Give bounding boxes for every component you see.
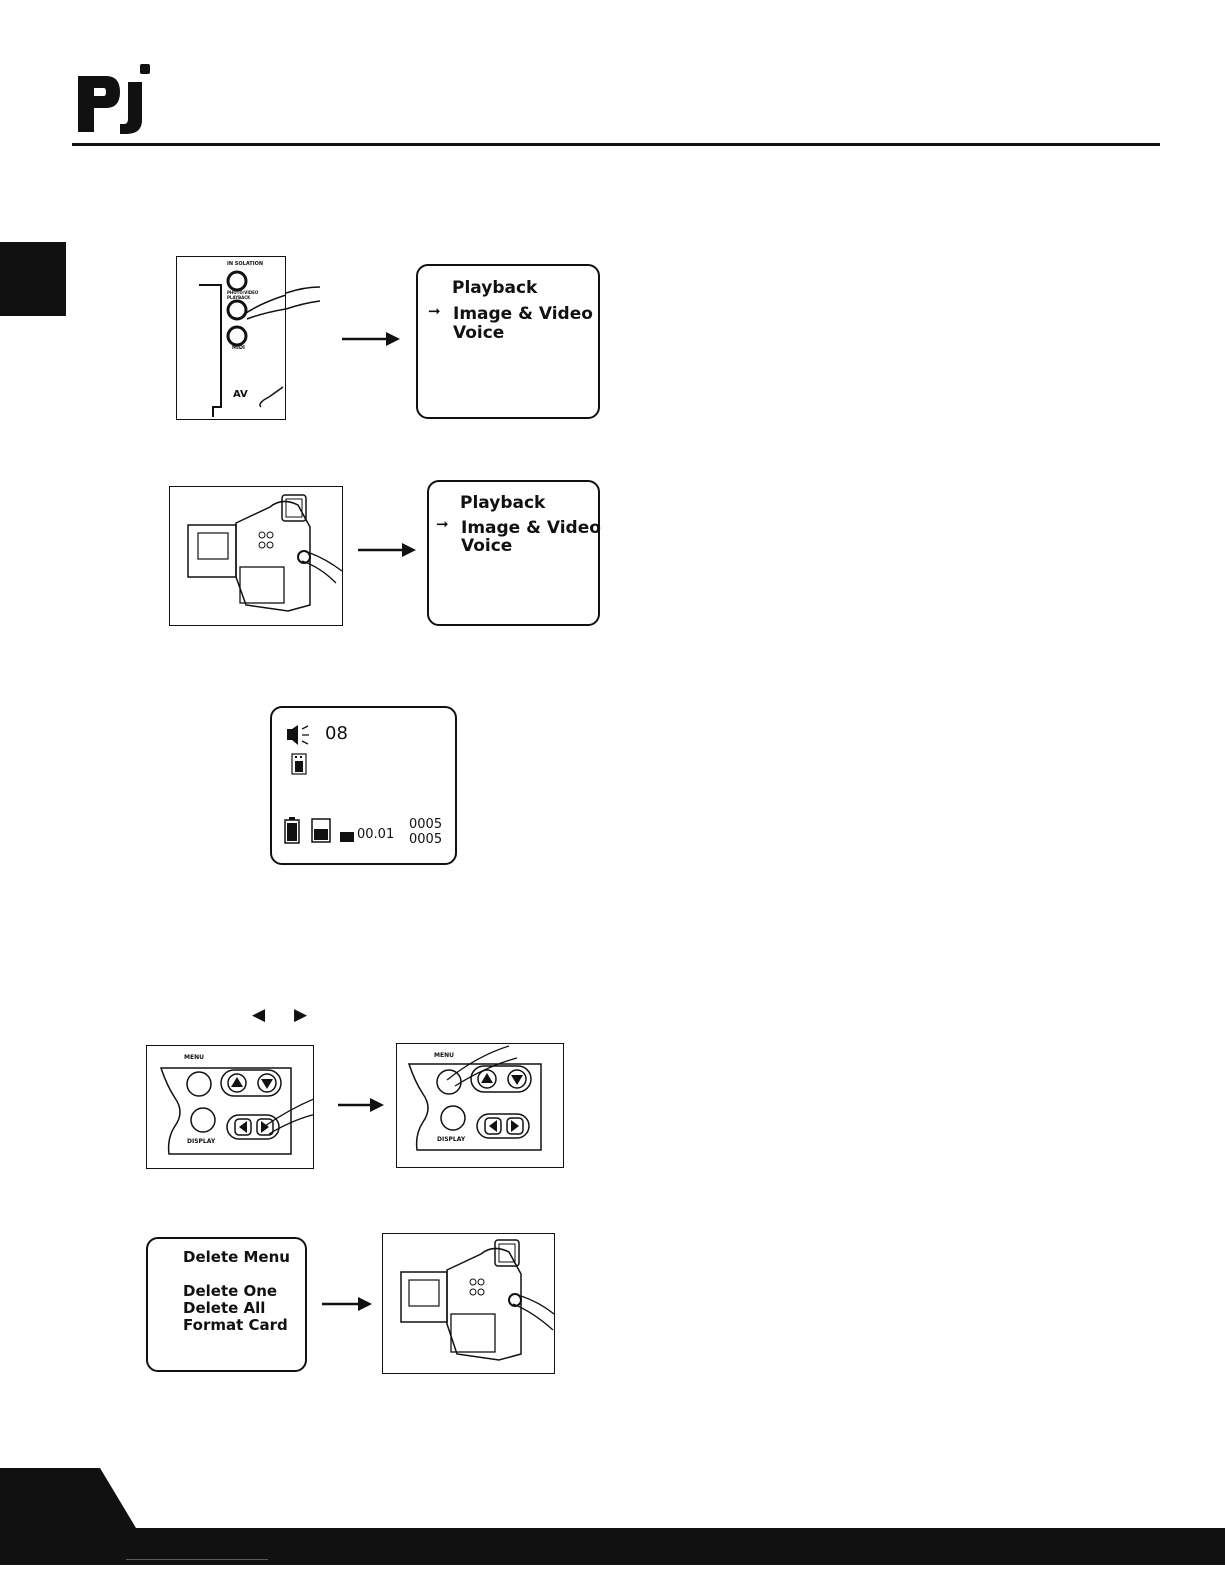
playback-time: 00.01 [357,828,394,843]
right-arrow-icon [320,1296,374,1312]
control-panel-right: MENU DISPLAY [396,1043,564,1168]
label-display: DISPLAY [437,1136,465,1143]
menu-title: Playback [452,279,537,299]
camcorder-illustration-2 [382,1233,555,1374]
playback-menu-screen-1: Playback ➞ Image & Video Voice [416,264,600,419]
label-insolation: IN SOLATION [227,261,263,267]
header-rule [72,143,1160,146]
menu-item-image-video: Image & Video [453,305,593,325]
memory-card-icon [291,753,307,775]
delete-menu-title: Delete Menu [183,1249,290,1266]
right-arrow-icon [336,1097,386,1113]
label-menu: MENU [184,1054,204,1061]
menu-item-voice: Voice [453,324,504,344]
speaker-icon [286,724,312,746]
menu-item-format-card: Format Card [183,1317,288,1334]
av-panel-illustration: IN SOLATION PHOTO/VIDEO PLAYBACK MIDI AV [176,256,286,420]
footer-link-underline [126,1559,268,1560]
label-display: DISPLAY [187,1138,215,1145]
label-menu: MENU [434,1052,454,1059]
selection-arrow-icon: ➞ [436,516,449,533]
footer-band [0,1468,1225,1585]
delete-menu-screen: Delete Menu Delete One Delete All Format… [146,1237,307,1372]
menu-item-delete-all: Delete All [183,1300,265,1317]
brand-logo [76,62,156,136]
menu-item-voice: Voice [461,537,512,557]
voice-playback-screen: 08 00.01 0005 0005 [270,706,457,865]
label-playback: PHOTO/VIDEO PLAYBACK [227,290,251,300]
right-arrow-icon [340,331,402,347]
storage-icon [311,818,331,843]
section-tab [0,242,66,316]
selection-arrow-icon: ➞ [428,303,441,320]
camcorder-drawing [170,487,342,625]
camcorder-drawing [383,1234,554,1373]
flow-arrow-1 [284,285,324,315]
file-counter-current: 0005 [409,818,442,833]
right-triangle-icon: ▶ [294,1005,307,1025]
control-panel-drawing [147,1046,313,1168]
control-panel-left: MENU DISPLAY [146,1045,314,1169]
stop-icon [340,832,354,842]
camcorder-illustration-1 [169,486,343,626]
label-midi: MIDI [232,345,245,351]
volume-level: 08 [325,724,348,745]
playback-menu-screen-2: Playback ➞ Image & Video Voice [427,480,600,626]
label-av: AV [233,389,248,400]
control-panel-drawing [397,1044,563,1167]
left-triangle-icon: ◀ [252,1005,265,1025]
menu-item-delete-one: Delete One [183,1283,277,1300]
battery-icon [284,816,300,844]
file-counter-total: 0005 [409,833,442,848]
menu-title: Playback [460,494,545,514]
av-buttons-drawing [177,257,285,419]
right-arrow-icon [356,542,418,558]
